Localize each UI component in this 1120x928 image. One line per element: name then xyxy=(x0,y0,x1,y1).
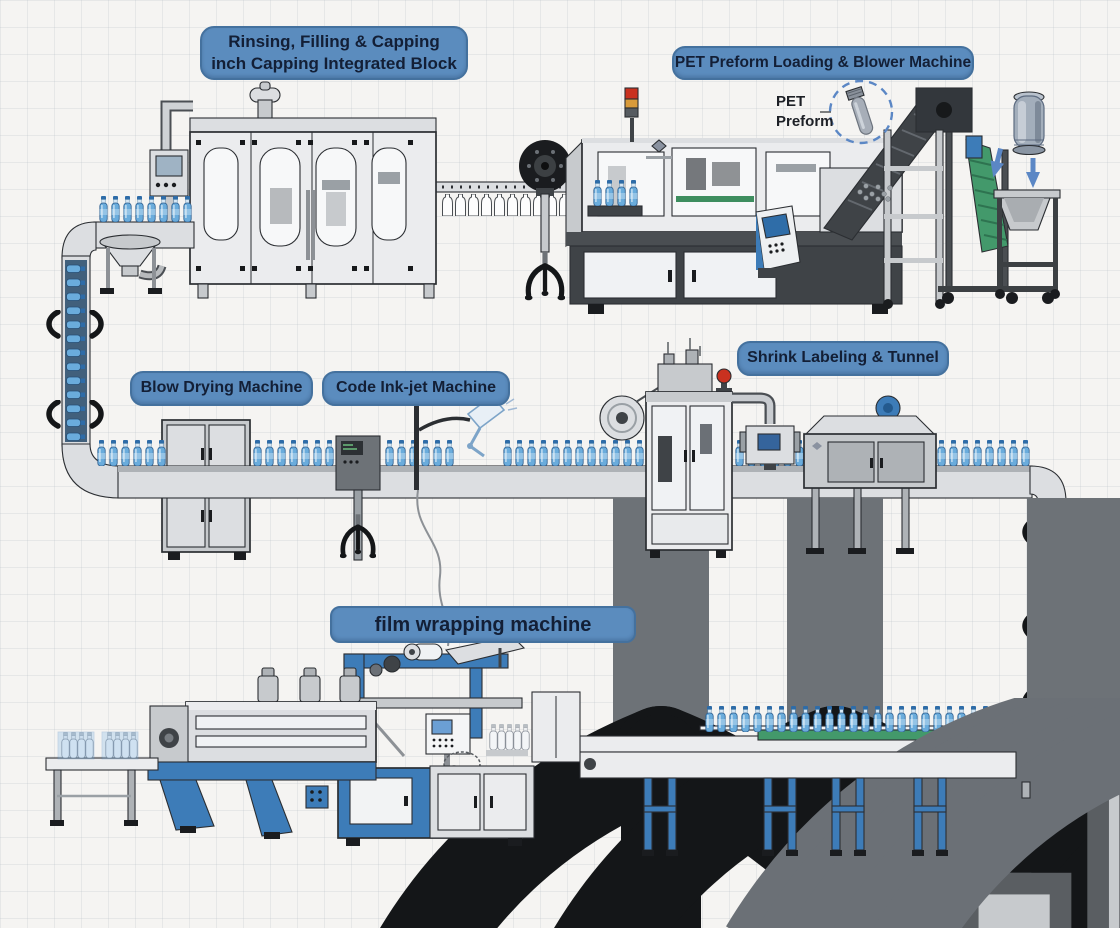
flow-arrow-icon xyxy=(1026,158,1040,188)
label-code-inkjet-machine: Code Ink-jet Machine xyxy=(322,371,510,406)
annotation-line: PET xyxy=(776,93,806,110)
blown-bottle-icon xyxy=(1012,91,1046,156)
label-line: film wrapping machine xyxy=(374,613,592,636)
steam-generator xyxy=(732,392,801,470)
annotation-line: Preform xyxy=(776,113,834,131)
conveyor-blue-legs xyxy=(642,777,948,856)
shrink-tunnel xyxy=(803,395,937,554)
film-wrapping-machine xyxy=(337,635,581,846)
beacon-light-icon xyxy=(716,368,732,392)
label-film-wrapping-machine: film wrapping machine xyxy=(330,606,636,643)
output-conveyor xyxy=(45,731,159,826)
tunnel-motors xyxy=(257,667,361,703)
blower-console xyxy=(755,205,801,278)
label-pet-preform-loading: PET Preform Loading & Blower Machine xyxy=(672,46,974,80)
label-rinsing-filling-capping: Rinsing, Filling & Capping inch Capping … xyxy=(200,26,468,80)
blower-discharge-bottles xyxy=(587,180,643,217)
brand-diamond-icon xyxy=(651,139,667,153)
dashed-circle-icon xyxy=(828,79,894,145)
wrapper-shrink-tunnel xyxy=(147,667,377,839)
preform-hopper xyxy=(993,189,1061,299)
rinsing-filling-capping-machine xyxy=(149,81,437,299)
annotation-pet-preform: PET Preform xyxy=(776,92,846,133)
label-line: PET Preform Loading & Blower Machine xyxy=(674,53,972,71)
shrink-pack xyxy=(101,731,139,760)
label-line: Rinsing, Filling & Capping xyxy=(228,31,440,51)
preform-pile xyxy=(857,183,893,202)
cap-feed-rail xyxy=(435,140,601,300)
filler-control-panel xyxy=(149,149,189,223)
preform-icon xyxy=(845,86,874,135)
shrink-pack xyxy=(57,731,95,760)
pet-preform-annotation xyxy=(820,79,894,145)
label-line: Blow Drying Machine xyxy=(140,379,303,397)
label-shrink-labeling-tunnel: Shrink Labeling & Tunnel xyxy=(737,341,949,376)
wrapper-control-panel xyxy=(425,713,471,768)
signal-tower-icon xyxy=(624,87,639,142)
tunnel-control-box xyxy=(305,785,329,809)
collecting-conveyor xyxy=(579,706,1120,928)
cap-sorter xyxy=(99,234,167,294)
label-line: Code Ink-jet Machine xyxy=(335,379,497,397)
code-inkjet-machine xyxy=(335,394,518,647)
bottle-group xyxy=(489,724,530,750)
label-line: Shrink Labeling & Tunnel xyxy=(747,349,939,367)
label-blow-drying-machine: Blow Drying Machine xyxy=(130,371,313,406)
bottle-row xyxy=(99,196,192,222)
shrink-labeling-machine xyxy=(599,338,733,558)
label-line: inch Capping Integrated Block xyxy=(211,54,457,73)
